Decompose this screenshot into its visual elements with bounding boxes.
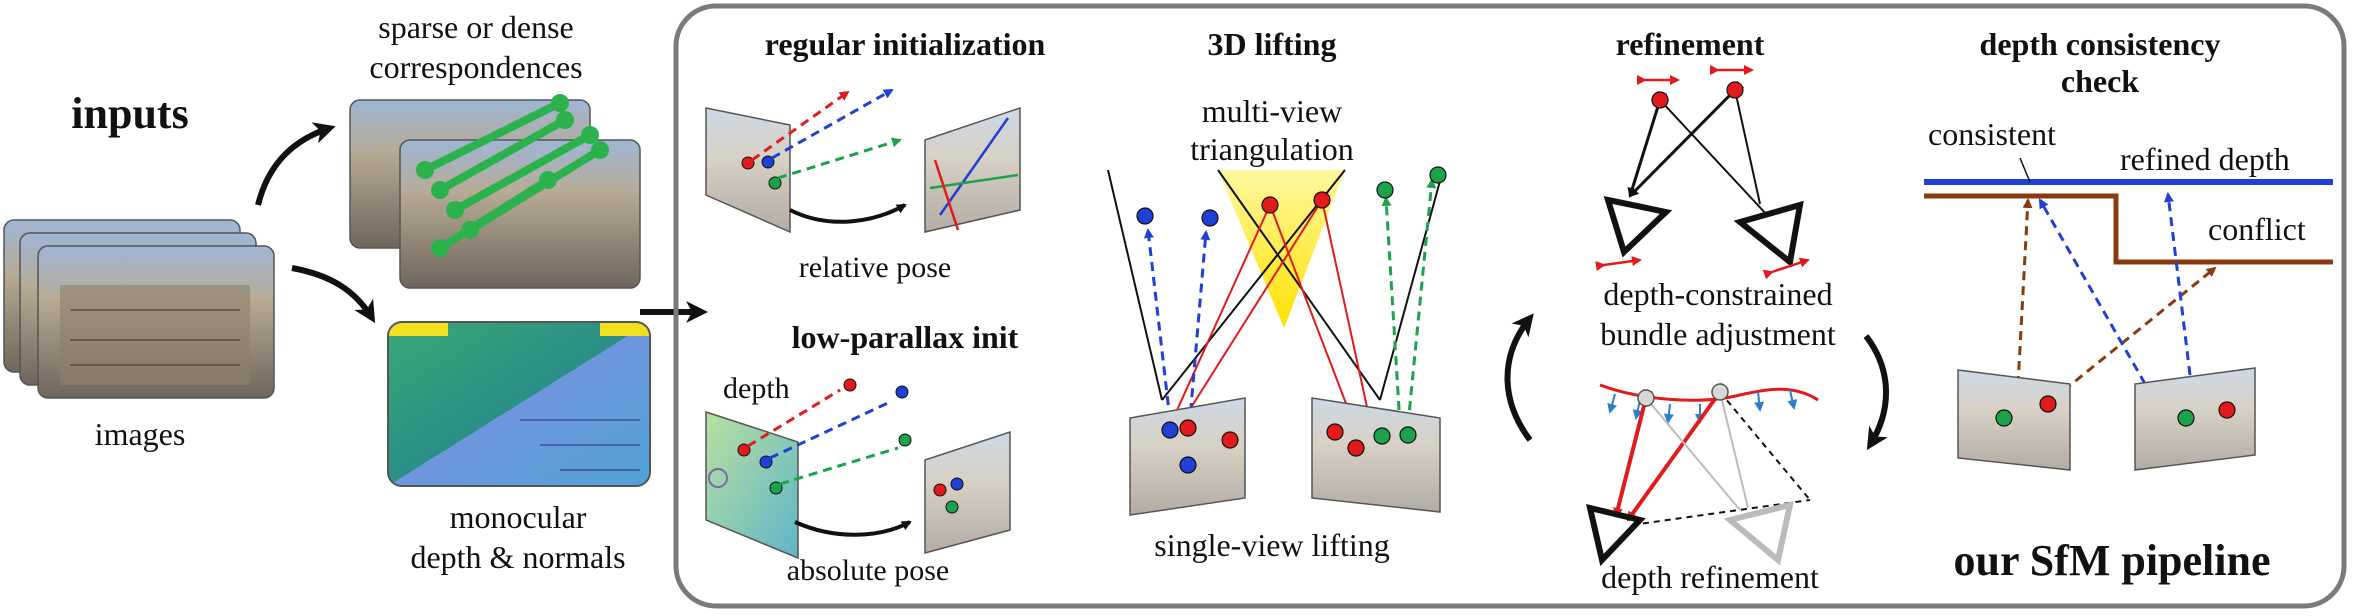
regular-init-camera-left — [705, 107, 791, 234]
consistent-pointer — [2019, 157, 2031, 183]
low-parallax-camera-left — [705, 410, 799, 560]
input-images-stack — [3, 219, 275, 399]
depth-label-line2: depth & normals — [410, 539, 625, 575]
consistency-title-line1: depth consistency — [1980, 26, 2221, 62]
initial-depth-line — [1924, 193, 2333, 265]
absolute-pose-caption: absolute pose — [787, 554, 949, 587]
consistency-camera-right — [2134, 367, 2256, 471]
pipeline-title: our SfM pipeline — [1953, 536, 2270, 585]
low-parallax-camera-right — [924, 430, 1011, 554]
inputs-title: inputs — [71, 89, 188, 138]
refinement-title: refinement — [1616, 26, 1765, 62]
single-view-lifting-caption: single-view lifting — [1154, 527, 1390, 563]
lifting-camera-right — [1311, 397, 1441, 513]
low-parallax-rays — [747, 388, 899, 486]
triangulation-label-line2: triangulation — [1190, 131, 1354, 167]
lifted-points — [1136, 166, 1447, 227]
depth-label-line1: monocular — [450, 499, 587, 535]
cycle-arrow-up — [1504, 313, 1534, 442]
lifting-title: 3D lifting — [1208, 26, 1337, 62]
cycle-arrow-down — [1863, 334, 1889, 451]
lifting-camera-left — [1129, 397, 1246, 516]
arrow-to-correspondences — [255, 122, 336, 206]
relative-pose-arrow — [789, 203, 907, 224]
low-parallax-title: low-parallax init — [792, 319, 1019, 355]
relative-pose-caption: relative pose — [799, 251, 951, 284]
ba-label-line1: depth-constrained — [1603, 276, 1832, 312]
depth-ray-label: depth — [723, 372, 790, 405]
depth-refinement-caption: depth refinement — [1601, 559, 1819, 595]
consistent-label: consistent — [1928, 116, 2056, 152]
correspondences-label-line1: sparse or dense — [378, 9, 573, 45]
refined-depth-label: refined depth — [2120, 141, 2290, 177]
lifting-frustum-lines — [1107, 169, 1444, 401]
correspondence-images — [349, 94, 641, 289]
triangulation-label-line1: multi-view — [1202, 93, 1342, 129]
depth-refinement-sketch — [1585, 382, 1819, 567]
consistency-title-line2: check — [2061, 63, 2139, 99]
pipeline-frame — [673, 3, 2347, 609]
regular-init-rays — [751, 88, 902, 180]
consistency-rays — [2016, 192, 2217, 411]
conflict-label: conflict — [2208, 211, 2306, 247]
ba-sketch — [1595, 65, 1810, 280]
depth-normals-image — [387, 321, 651, 487]
arrow-to-depth — [291, 265, 376, 324]
absolute-pose-arrow — [794, 520, 912, 537]
regular-init-title: regular initialization — [765, 26, 1046, 62]
low-parallax-points — [843, 378, 912, 447]
correspondences-label-line2: correspondences — [369, 49, 582, 85]
triangulation-rays — [1167, 199, 1373, 441]
ba-label-line2: bundle adjustment — [1600, 316, 1836, 352]
consistency-camera-left — [1957, 369, 2071, 471]
regular-init-camera-right — [924, 106, 1021, 233]
images-label: images — [95, 416, 186, 452]
